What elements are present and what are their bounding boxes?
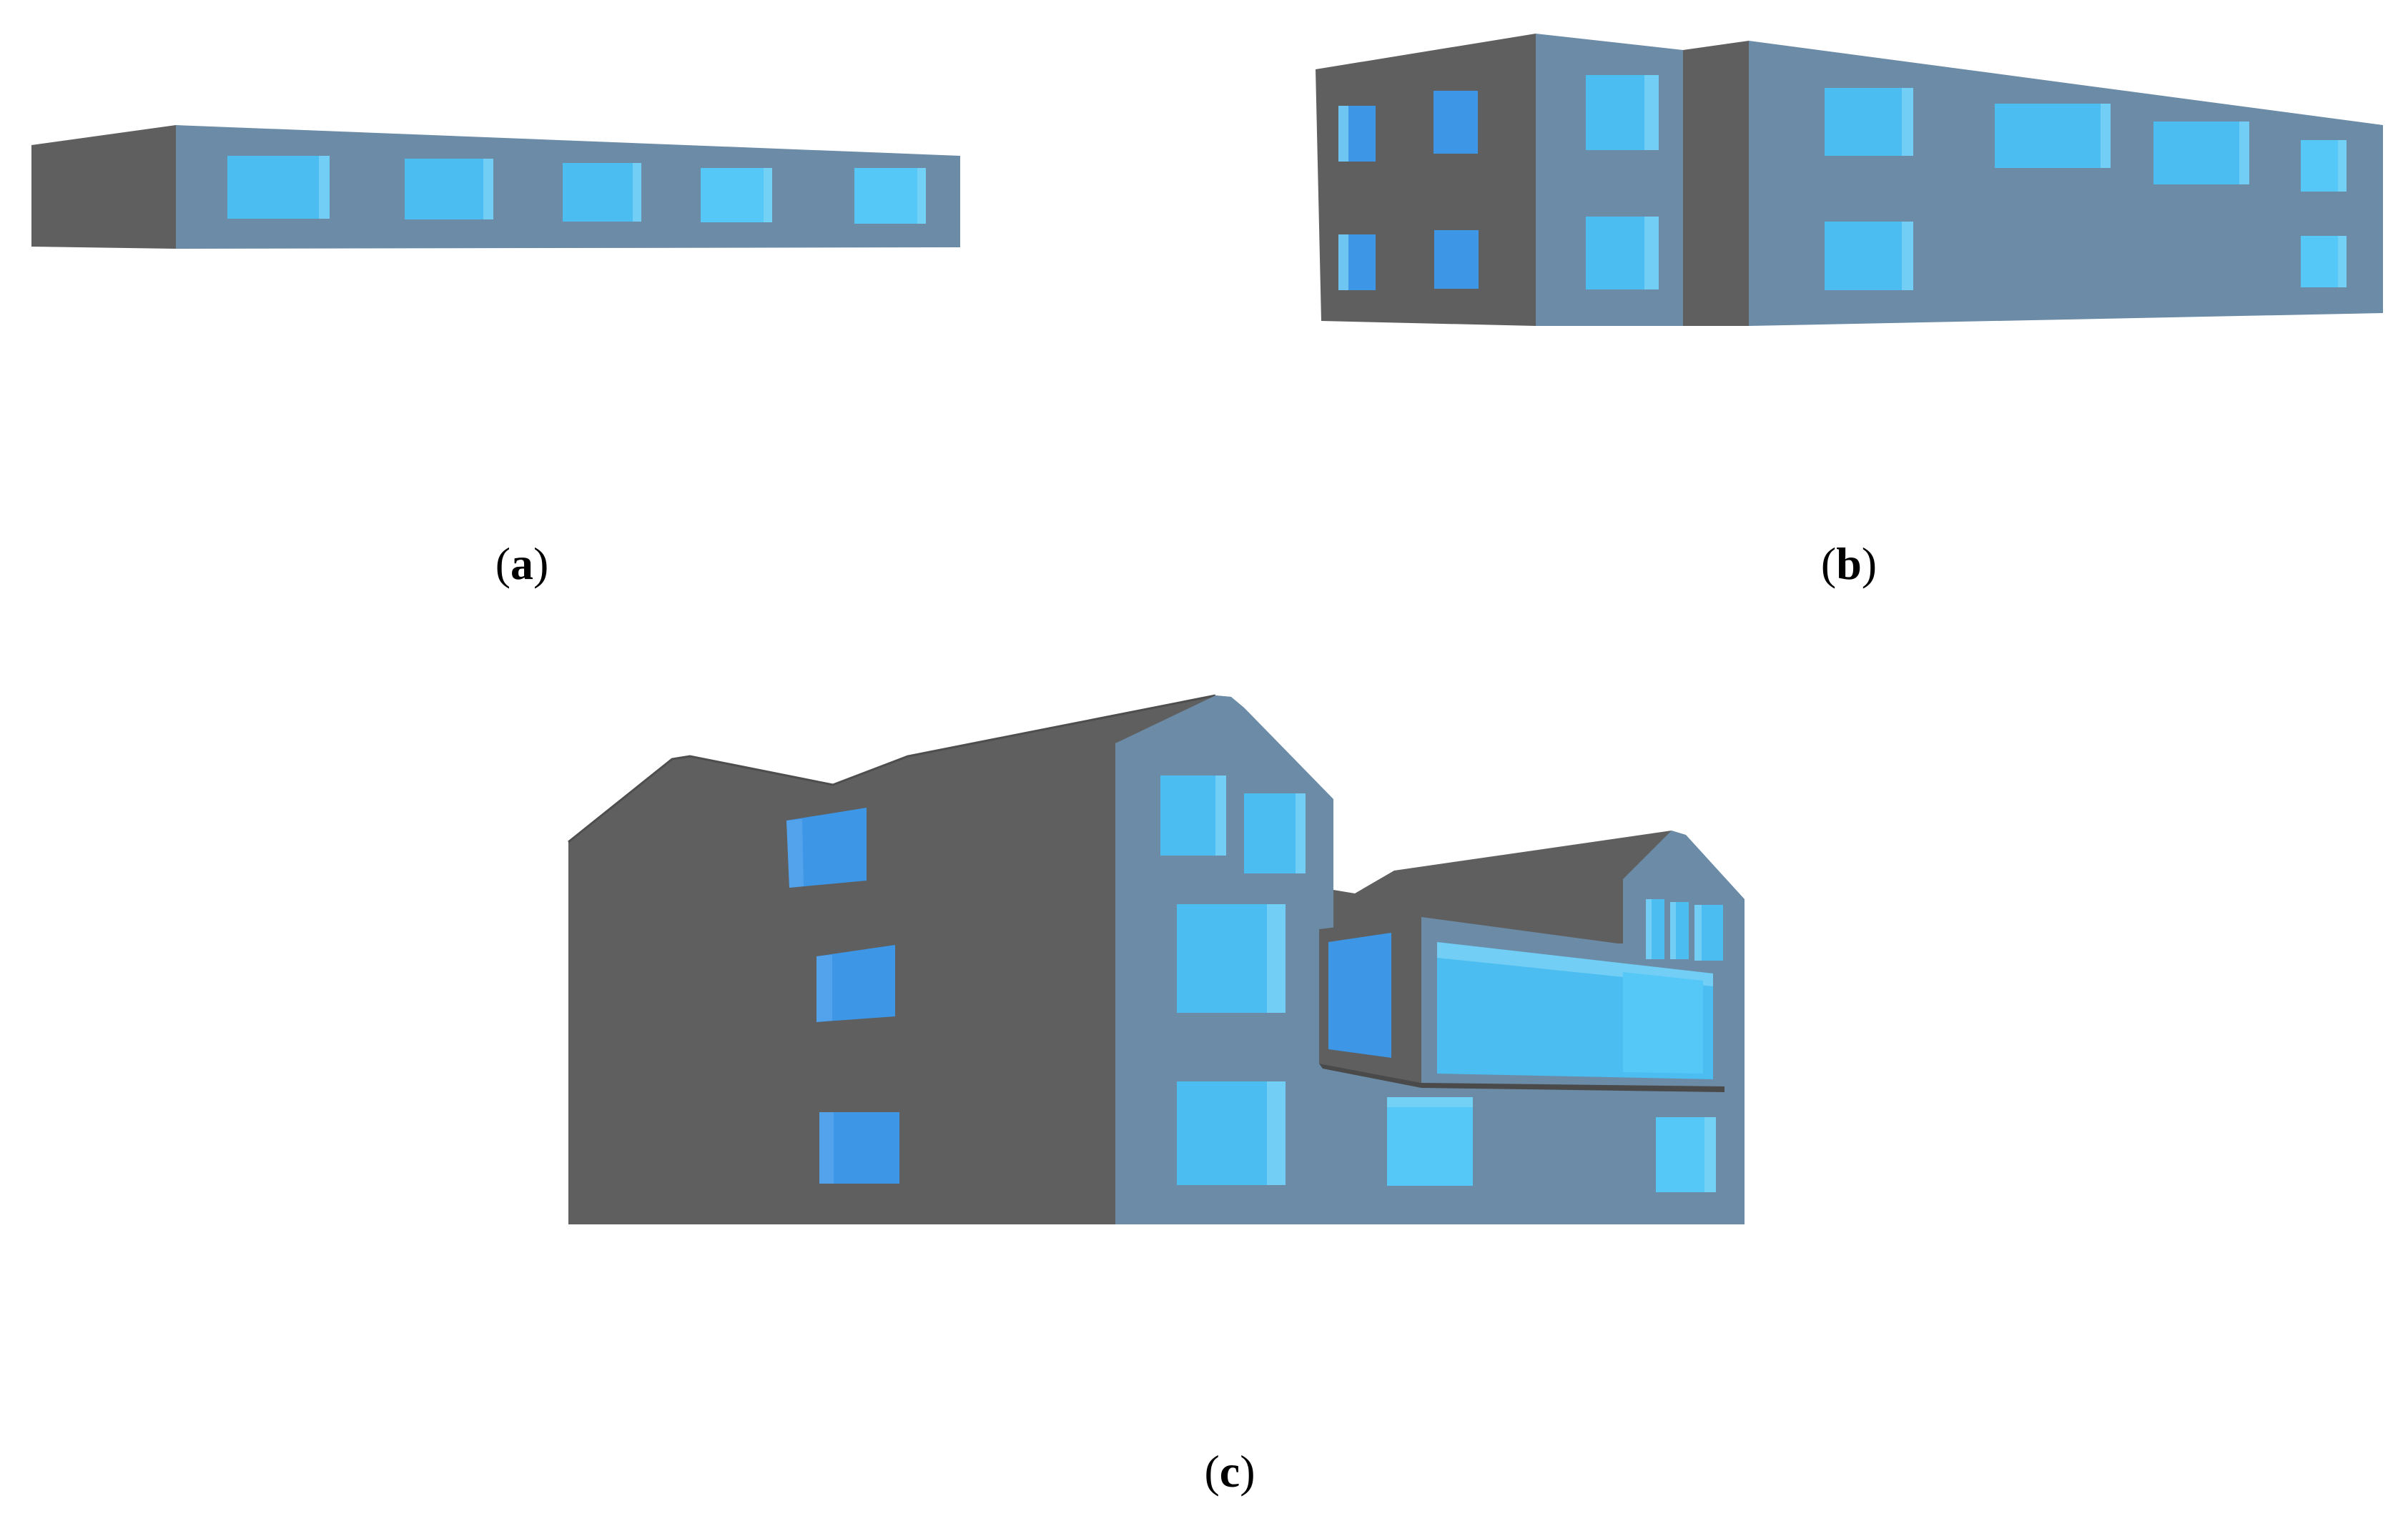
- window: [701, 168, 772, 222]
- window-reveal: [1670, 902, 1676, 959]
- window: [1995, 104, 2111, 168]
- window: [1244, 793, 1306, 873]
- window-reveal: [1646, 899, 1652, 959]
- window-reveal: [1267, 1081, 1286, 1185]
- window: [854, 168, 926, 224]
- panel-letter-a: a: [510, 538, 533, 589]
- window-reveal: [764, 168, 772, 222]
- side-wall: [31, 125, 176, 249]
- annex-gable-windows: [1646, 899, 1723, 961]
- window: [786, 808, 867, 888]
- window: [1160, 776, 1226, 856]
- window: [2153, 122, 2249, 184]
- side-wall-with-roof: [568, 695, 1231, 1224]
- window: [1825, 88, 1913, 156]
- recess-wall: [1683, 41, 1749, 326]
- window: [227, 156, 330, 219]
- window-pane: [1623, 972, 1703, 1074]
- roof-ridge: [568, 694, 1216, 843]
- window-reveal: [1902, 88, 1913, 156]
- panel-letter-c: c: [1220, 1446, 1240, 1497]
- window: [1328, 933, 1391, 1058]
- building-model-a: [31, 125, 960, 249]
- front-windows-upper: [1586, 75, 2347, 192]
- window-reveal: [1296, 793, 1306, 873]
- building-model-c: [568, 694, 1745, 1224]
- window-reveal: [786, 819, 804, 888]
- window-reveal: [483, 159, 493, 219]
- window-reveal: [1704, 1117, 1716, 1192]
- window-reveal: [1338, 234, 1348, 290]
- window: [1387, 1097, 1473, 1186]
- window-reveal: [633, 163, 641, 222]
- main-front-windows: [1160, 776, 1306, 1185]
- window: [1825, 222, 1913, 290]
- window: [1434, 230, 1479, 289]
- side-windows: [786, 808, 899, 1184]
- window-reveal: [917, 168, 926, 224]
- front-windows-lower: [1586, 217, 2347, 290]
- window-reveal: [816, 955, 832, 1022]
- window: [1434, 91, 1478, 154]
- window-row: [227, 156, 926, 224]
- panel-label-a: (a): [495, 538, 549, 589]
- window-reveal: [819, 1112, 834, 1184]
- window-reveal: [1215, 776, 1226, 856]
- building-model-b: [1316, 34, 2383, 326]
- side-windows: [1338, 91, 1479, 290]
- panel-letter-b: b: [1836, 538, 1862, 589]
- window-reveal: [1644, 217, 1659, 289]
- window-reveal: [1694, 905, 1702, 961]
- window: [816, 945, 895, 1022]
- bay-box-underside: [1319, 1064, 1724, 1092]
- annex-lower-windows: [1387, 1097, 1716, 1192]
- window: [563, 163, 641, 222]
- panel-label-b: (b): [1821, 538, 1877, 589]
- bay-windows: [1328, 933, 1713, 1079]
- window-reveal: [2101, 104, 2111, 168]
- window-reveal: [1387, 1097, 1473, 1107]
- window-reveal: [2338, 236, 2347, 287]
- window: [405, 159, 493, 219]
- window-reveal: [1267, 904, 1286, 1013]
- window-reveal: [1902, 222, 1913, 290]
- window-reveal: [2239, 122, 2249, 184]
- window-reveal: [2338, 140, 2347, 192]
- annex-side-wall: [1333, 831, 1672, 943]
- window-reveal: [1338, 106, 1348, 162]
- window-reveal: [1644, 75, 1659, 150]
- panel-label-c: (c): [1204, 1446, 1255, 1497]
- window-reveal: [319, 156, 330, 219]
